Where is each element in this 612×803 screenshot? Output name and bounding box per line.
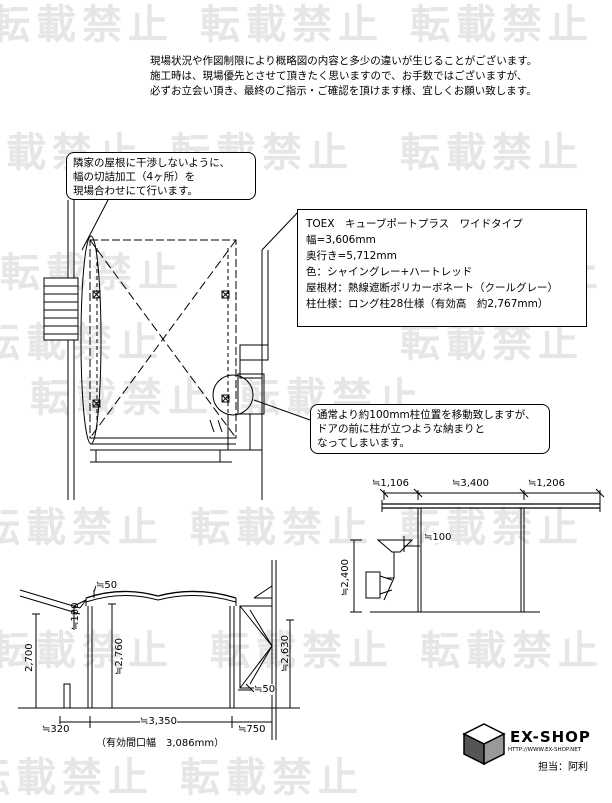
- side-height-dim: [350, 539, 362, 613]
- staff-label: 担当：阿利: [538, 762, 588, 773]
- post: [221, 394, 230, 403]
- front-beam: [90, 437, 236, 451]
- dim-label: ≒180: [70, 602, 81, 630]
- dim-label: 2,700: [24, 643, 35, 672]
- callout-line: ドアの前に柱が立つような納まりと: [317, 423, 485, 435]
- gate-pillar: [63, 683, 71, 709]
- logo-name: EX-SHOP: [510, 728, 591, 746]
- carport-roof-outline: [89, 239, 237, 439]
- dim-label: ≒3,400: [452, 478, 490, 489]
- dim-label: ≒1,206: [528, 478, 566, 489]
- spec-product: TOEX キューブポートプラス ワイドタイプ: [306, 218, 523, 230]
- door-box: [239, 605, 273, 689]
- notice-line: 施工時は、現場優先とさせて頂きたく思いますので、お手数ではございますが、: [150, 70, 528, 82]
- spec-post: 柱仕様：ロング柱28仕様（有効高 約2,767mm）: [306, 298, 549, 310]
- spec-width: 幅=3,606mm: [306, 234, 376, 246]
- dim-label: ≒320: [42, 724, 70, 735]
- spec-roof: 屋根材：熱線遮断ポリカーボネート（クールグレー）: [306, 282, 558, 294]
- dim-label: ≒50: [96, 580, 118, 591]
- logo-url: HTTP://WWW.EX-SHOP.NET: [508, 747, 582, 753]
- leader-top: [81, 199, 109, 251]
- dim-label: ≒2,630: [280, 634, 291, 672]
- front-post: [87, 606, 93, 708]
- highlight-ellipse: [80, 235, 102, 445]
- opening-width: （有効間口幅 3,086mm）: [96, 734, 225, 749]
- callout-top: 隣家の屋根に干渉しないように、 幅の切詰加工（4ヶ所）を 現場合わせにて行います…: [66, 152, 256, 200]
- spec-color: 色：シャイングレー+ハートレッド: [306, 266, 473, 278]
- callout-bottom: 通常より約100mm柱位置を移動致しますが、 ドアの前に柱が立つような納まりと …: [310, 404, 550, 454]
- dim-2760: [108, 603, 116, 709]
- dim-label: ≒1,106: [372, 478, 410, 489]
- callout-line: 隣家の屋根に干渉しないように、: [73, 157, 230, 169]
- entrance: [237, 373, 265, 415]
- roof-diagonals: [89, 239, 237, 439]
- spec-box: TOEX キューブポートプラス ワイドタイプ 幅=3,606mm 奥行き=5,7…: [297, 209, 587, 327]
- front-roof: [85, 590, 237, 599]
- post: [92, 399, 101, 408]
- post: [221, 290, 230, 299]
- callout-line: なってしまいます。: [317, 437, 410, 449]
- dim-label: ≒100: [424, 532, 452, 543]
- neighbor-steps: [43, 277, 79, 341]
- notice: 現場状況や作図制限により概略図の内容と多少の違いが生じることがございます。 施工…: [150, 54, 600, 99]
- callout-line: 現場合わせにて行います。: [73, 185, 198, 197]
- leader-bottom: [253, 399, 311, 421]
- dim-label: ≒750: [238, 724, 266, 735]
- dim-label: ≒3,350: [140, 716, 178, 727]
- side-canopy: [376, 539, 414, 553]
- notice-line: 必ずお立会い頂き、最終のご指示・ご確認を頂けます様、宜しくお願い致します。: [150, 85, 537, 97]
- callout-line: 通常より約100mm柱位置を移動致しますが、: [317, 409, 536, 421]
- neighbor-roof: [19, 589, 81, 615]
- notice-line: 現場状況や作図制限により概略図の内容と多少の違いが生じることがございます。: [150, 55, 538, 67]
- dim-2700: [32, 613, 40, 709]
- house-wall: [261, 209, 301, 500]
- ex-shop-logo-icon: [462, 723, 506, 766]
- front-post: [229, 606, 235, 708]
- dim-label: ≒50: [254, 684, 276, 695]
- side-roof: [382, 503, 600, 509]
- dim-label: ≒2,400: [340, 558, 351, 596]
- dim-2630: [286, 619, 294, 709]
- dim-label: ≒2,760: [114, 637, 125, 675]
- highlight-circle: [212, 374, 254, 416]
- spec-depth: 奥行き=5,712mm: [306, 250, 397, 262]
- neighbor-wall: [67, 200, 75, 500]
- house-side: [271, 560, 277, 740]
- callout-line: 幅の切詰加工（4ヶ所）を: [73, 171, 196, 183]
